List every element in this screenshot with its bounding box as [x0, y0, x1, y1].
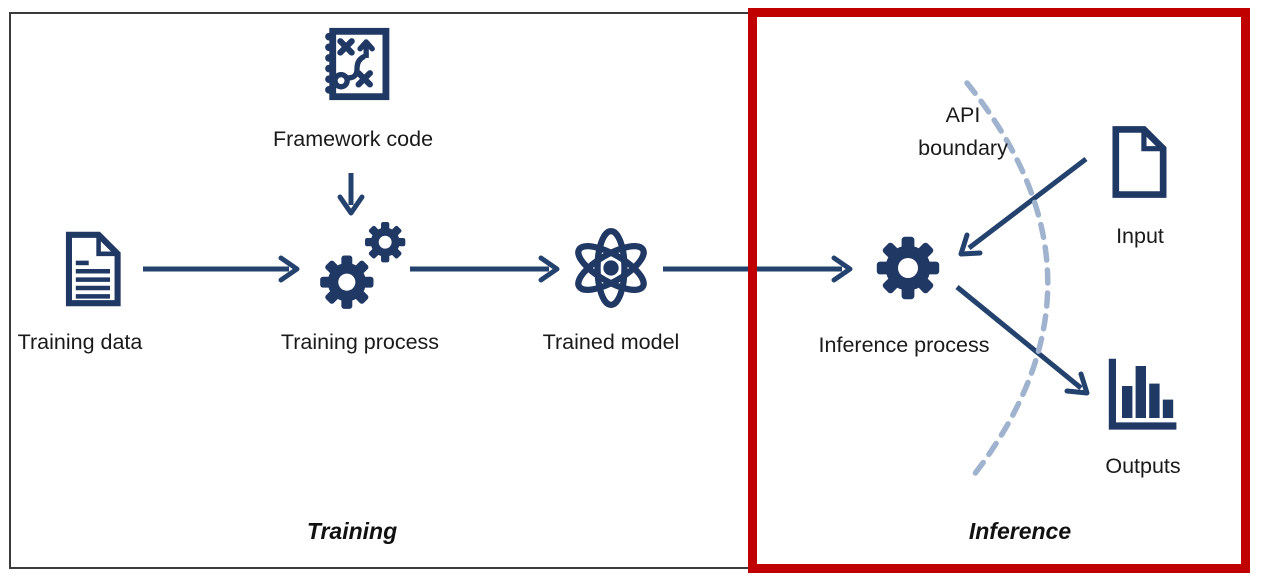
training-process-label: Training process: [280, 330, 440, 354]
strategy-playbook-icon: [316, 24, 392, 104]
training-data-label: Training data: [17, 330, 143, 354]
bar-chart-icon: [1098, 354, 1186, 434]
input-label: Input: [1116, 224, 1164, 248]
training-section-label: Training: [306, 518, 398, 544]
outputs-label: Outputs: [1105, 454, 1181, 478]
document-blank-icon: [1101, 115, 1175, 209]
framework-code-label: Framework code: [272, 127, 434, 151]
document-text-icon: [53, 221, 129, 317]
double-gear-icon: [308, 218, 414, 318]
trained-model-label: Trained model: [542, 330, 680, 354]
atom-icon: [566, 220, 656, 316]
inference-highlight-box: [748, 8, 1250, 573]
inference-section-label: Inference: [968, 518, 1072, 544]
